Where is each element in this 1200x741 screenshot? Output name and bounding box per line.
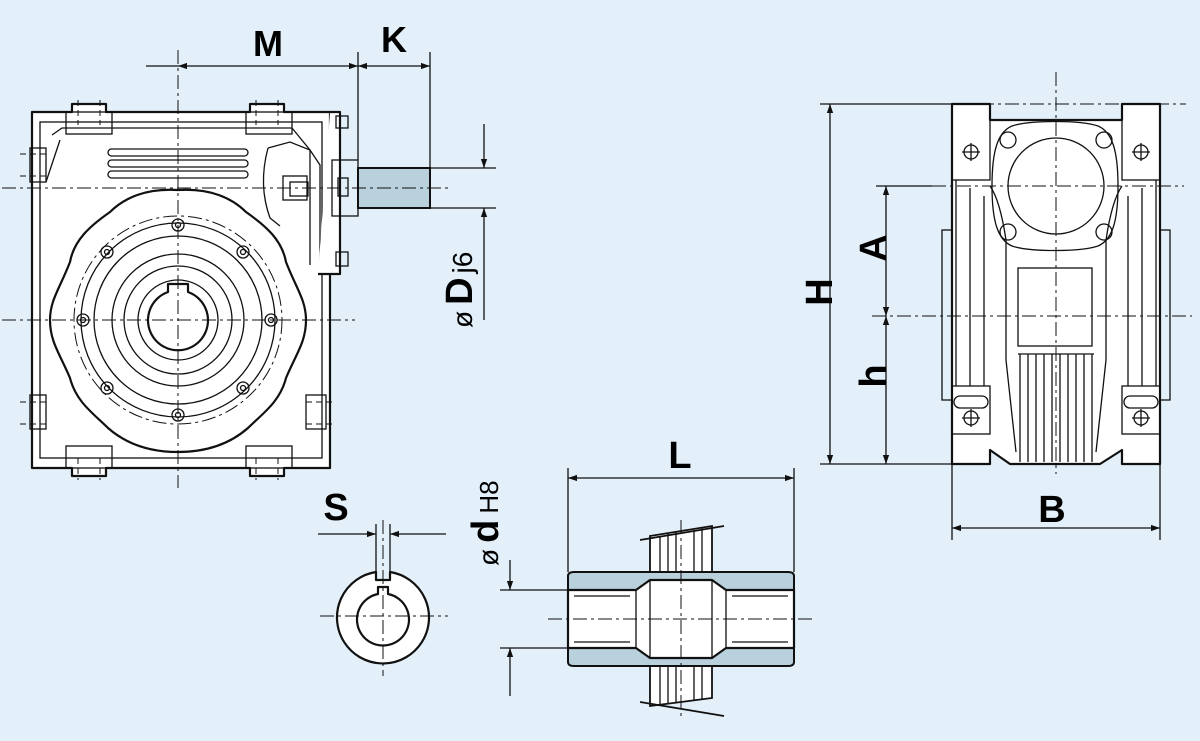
label-H: H	[799, 278, 841, 305]
dim-A: A	[853, 185, 932, 316]
dim-d: ødH8	[465, 480, 568, 696]
dim-h: h	[853, 316, 895, 464]
dim-B: B	[951, 464, 1161, 540]
label-A: A	[853, 234, 895, 261]
foot-pad-br	[1121, 385, 1161, 435]
dim-H: H	[799, 103, 952, 465]
output-bore	[146, 282, 210, 352]
foot-holes	[953, 143, 1159, 427]
label-h: h	[853, 364, 895, 387]
hollow-shaft-section	[548, 520, 812, 720]
label-M: M	[253, 23, 283, 64]
front-inner-frame	[39, 121, 323, 459]
dim-M: M	[146, 23, 359, 160]
label-K: K	[381, 19, 407, 60]
keyway-view	[320, 520, 448, 676]
foot-pad-tl	[951, 103, 991, 181]
label-L: L	[668, 435, 691, 477]
side-view	[872, 72, 1192, 474]
label-D: øDj6	[439, 252, 481, 328]
label-d: ødH8	[465, 480, 507, 566]
foot-pad-bl	[951, 385, 991, 435]
dim-S: S	[318, 487, 446, 572]
front-view	[2, 50, 448, 488]
label-S: S	[323, 487, 348, 529]
dim-D: øDj6	[430, 124, 496, 328]
side-fins	[1005, 353, 1107, 462]
input-shaft	[357, 167, 431, 209]
label-B: B	[1038, 489, 1065, 531]
inspection-cover	[1017, 267, 1093, 347]
dim-K: K	[358, 19, 431, 168]
dim-L: L	[567, 435, 795, 572]
